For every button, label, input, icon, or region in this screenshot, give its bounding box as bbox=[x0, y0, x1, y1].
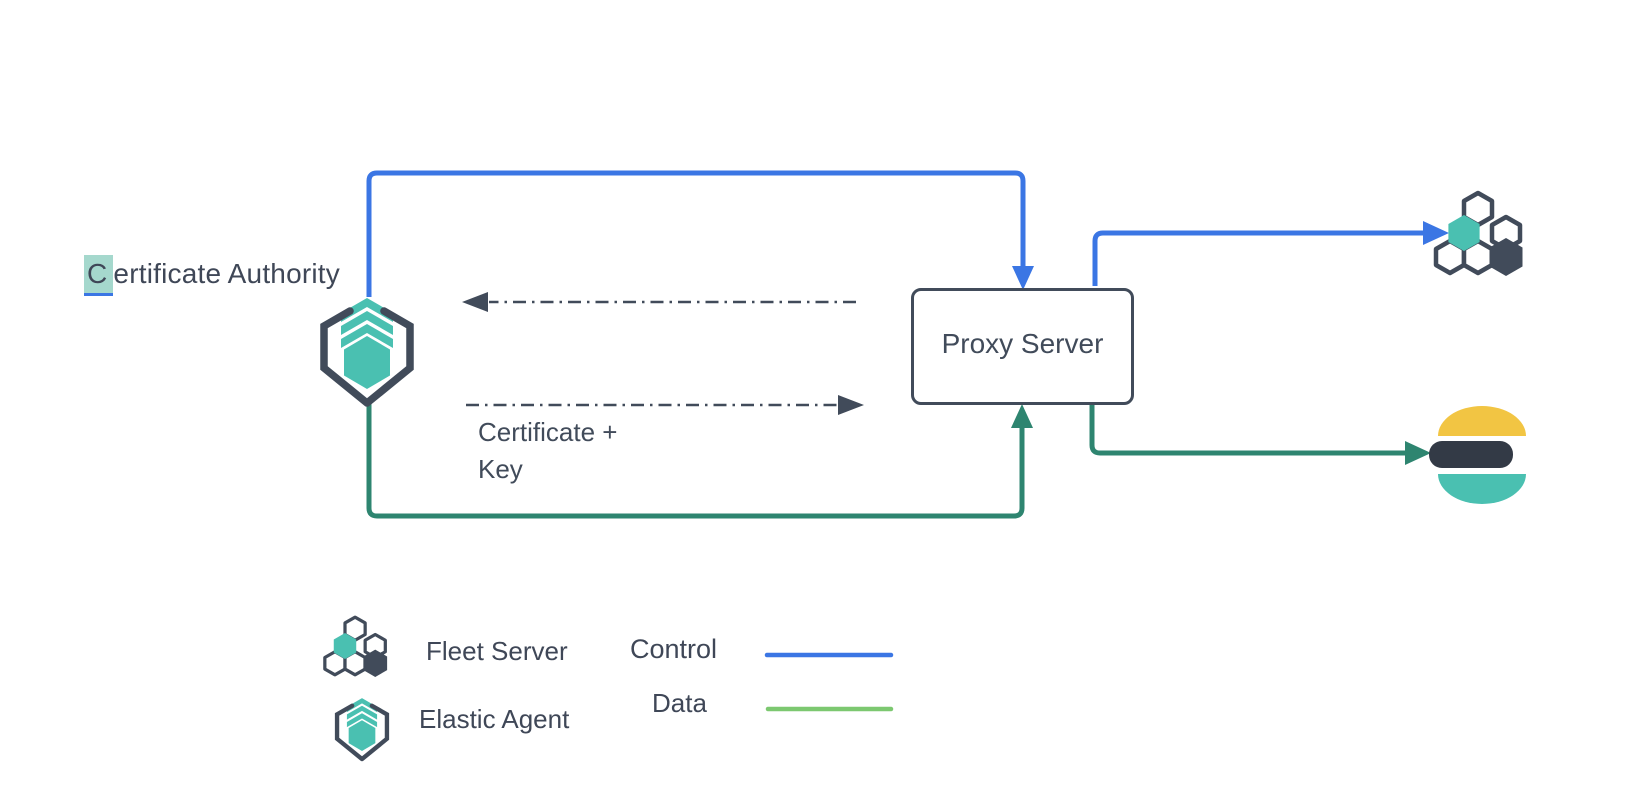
legend-control-label[interactable]: Control bbox=[630, 634, 718, 664]
cert-key-label-line2: Key bbox=[478, 454, 523, 484]
data-path-proxy-to-elasticsearch[interactable] bbox=[1089, 404, 1431, 465]
elasticsearch-bottom-shape bbox=[1438, 474, 1526, 504]
legend-fleet-server-label[interactable]: Fleet Server bbox=[426, 636, 568, 666]
cert-key-label[interactable]: Certificate + Key bbox=[478, 414, 617, 488]
control-path-proxy-to-fleet-server[interactable] bbox=[1092, 221, 1449, 286]
cert-key-arrow-to-ca[interactable] bbox=[462, 292, 856, 312]
cert-key-label-line1: Certificate + bbox=[478, 417, 618, 447]
elasticsearch-middle-bar bbox=[1429, 441, 1513, 468]
arrowhead-right bbox=[1405, 441, 1431, 465]
arrowhead-up bbox=[1011, 404, 1033, 428]
elasticsearch-top-shape bbox=[1438, 406, 1526, 436]
arrowhead-down bbox=[1012, 266, 1034, 290]
arrowhead-right bbox=[1423, 221, 1449, 245]
elastic-agent-icon[interactable] bbox=[324, 298, 410, 403]
arrowhead-left bbox=[462, 292, 488, 312]
arrowhead-right bbox=[838, 395, 864, 415]
control-path-ca-to-proxy[interactable] bbox=[366, 170, 1034, 297]
cert-key-arrow-to-proxy[interactable] bbox=[466, 395, 864, 415]
legend-data-label[interactable]: Data bbox=[652, 688, 707, 718]
text-selection-highlight: C bbox=[84, 255, 114, 296]
data-path-ca-to-proxy[interactable] bbox=[366, 404, 1033, 519]
legend-fleet-server-icon[interactable] bbox=[323, 615, 389, 679]
certificate-authority-label-text: ertificate Authority bbox=[113, 258, 340, 289]
fleet-server-icon[interactable] bbox=[1436, 193, 1523, 276]
proxy-server-label: Proxy Server bbox=[941, 327, 1104, 359]
legend-elastic-agent-label[interactable]: Elastic Agent bbox=[419, 704, 570, 734]
proxy-server-box[interactable]: Proxy Server bbox=[911, 288, 1134, 405]
legend-elastic-agent-icon[interactable] bbox=[337, 698, 387, 759]
elasticsearch-icon[interactable] bbox=[1429, 406, 1526, 504]
